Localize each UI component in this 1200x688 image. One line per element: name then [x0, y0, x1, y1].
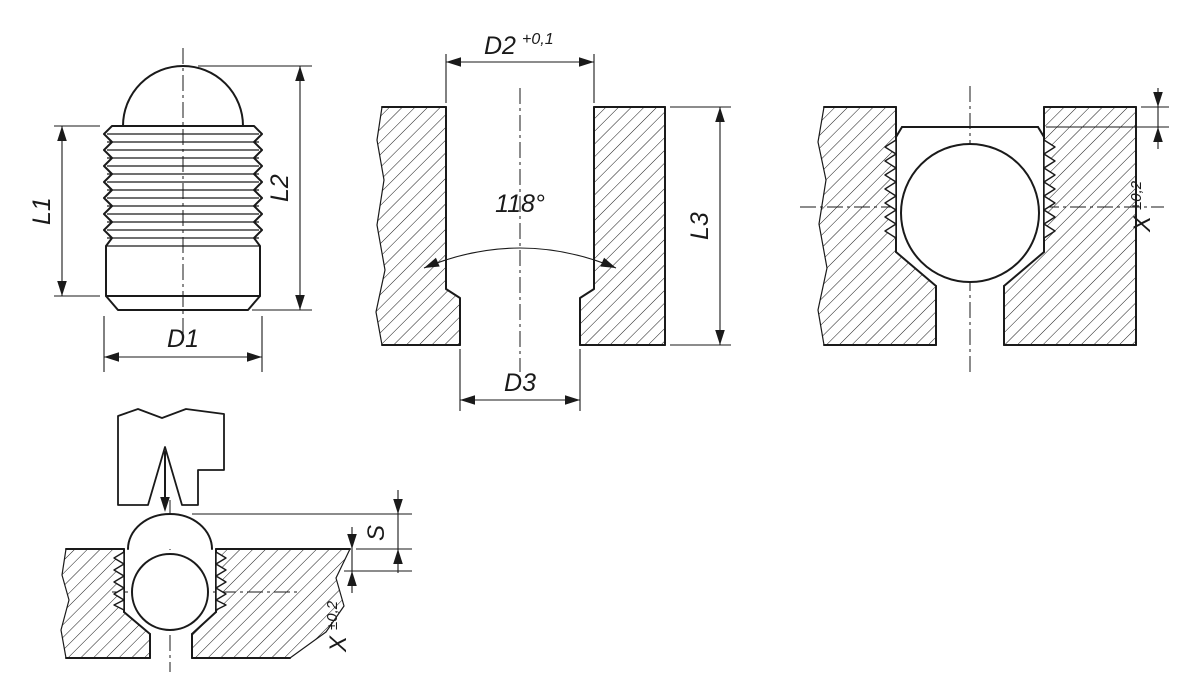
cavity-outline — [817, 106, 1137, 346]
view-plug-side: L1 L2 D1 — [28, 48, 312, 372]
dim-label-d1: D1 — [167, 325, 199, 353]
dim-label-x-tolerance: ±0,2 — [324, 600, 341, 630]
arrowhead — [393, 499, 403, 514]
press-direction-arrow — [160, 451, 170, 512]
plug-dome-protruding — [127, 513, 213, 550]
serration-teeth-right — [1043, 139, 1056, 239]
dim-label-l2: L2 — [266, 174, 294, 202]
arrowhead — [715, 330, 725, 345]
arrowhead — [424, 257, 440, 268]
dim-label-s: S — [363, 525, 390, 541]
material-right-hatch — [1004, 107, 1136, 345]
dim-label-d2: D2 — [484, 32, 516, 60]
arrowhead — [347, 534, 357, 549]
angle-arc — [423, 247, 617, 269]
break-edge — [375, 106, 386, 346]
dimension-d3: D3 — [459, 349, 581, 411]
arrowhead — [347, 571, 357, 586]
serration-teeth-left — [113, 551, 125, 611]
dimension-l3: L3 — [670, 106, 731, 346]
dimension-x: X ±0,2 — [1046, 88, 1169, 233]
material-right-hatch — [580, 107, 665, 345]
arrowhead — [579, 57, 594, 67]
serration-teeth-left — [884, 139, 897, 239]
break-edge — [289, 548, 351, 659]
ball — [131, 553, 209, 631]
material-left-hatch — [61, 549, 150, 658]
dimension-d2: D2 +0,1 — [445, 31, 595, 103]
dimension-s: S — [192, 490, 412, 573]
dimension-l1: L1 — [28, 125, 100, 297]
dim-label-d2-tolerance: +0,1 — [522, 31, 554, 48]
dim-label-l1: L1 — [28, 197, 56, 225]
view-installed-section: X ±0,2 — [800, 86, 1169, 372]
arrowhead — [57, 126, 67, 141]
arrowhead — [565, 395, 580, 405]
material-right-hatch — [192, 549, 350, 658]
dimension-d1: D1 — [103, 316, 263, 372]
arrowhead — [393, 549, 403, 564]
plug-top-face — [895, 126, 1045, 138]
view-bore-section: D2 +0,1 118° L3 D3 — [375, 31, 731, 411]
material-left-hatch — [818, 107, 936, 345]
dimension-x: X ±0,2 — [324, 527, 412, 653]
arrowhead — [247, 352, 262, 362]
plug-dome — [122, 65, 244, 127]
arrowhead — [57, 281, 67, 296]
dim-label-l3: L3 — [686, 212, 714, 240]
arrowhead — [600, 257, 616, 268]
material-left-hatch — [376, 107, 460, 345]
arrowhead — [446, 57, 461, 67]
arrowhead — [1153, 92, 1163, 107]
break-edge — [817, 106, 828, 346]
view-press-fit: S X ±0,2 — [60, 408, 412, 672]
dim-label-x-tolerance: ±0,2 — [1128, 180, 1145, 210]
bore-outline — [375, 106, 666, 346]
dim-label-x: X — [1129, 215, 1156, 233]
dimension-l2: L2 — [198, 65, 312, 311]
dim-label-angle: 118° — [495, 190, 545, 218]
dim-label-d3: D3 — [504, 369, 536, 397]
arrowhead — [160, 497, 170, 512]
dim-label-x: X — [325, 635, 352, 653]
ball — [900, 143, 1040, 283]
arrowhead — [1153, 127, 1163, 142]
break-edge — [60, 548, 70, 659]
arrowhead — [104, 352, 119, 362]
arrowhead — [295, 295, 305, 310]
dimension-angle-118: 118° — [423, 190, 617, 269]
arrowhead — [460, 395, 475, 405]
arrowhead — [295, 66, 305, 81]
arrowhead — [715, 107, 725, 122]
knurl-rib-lines — [105, 133, 261, 297]
press-punch — [117, 408, 225, 506]
serration-teeth-right — [215, 551, 227, 611]
